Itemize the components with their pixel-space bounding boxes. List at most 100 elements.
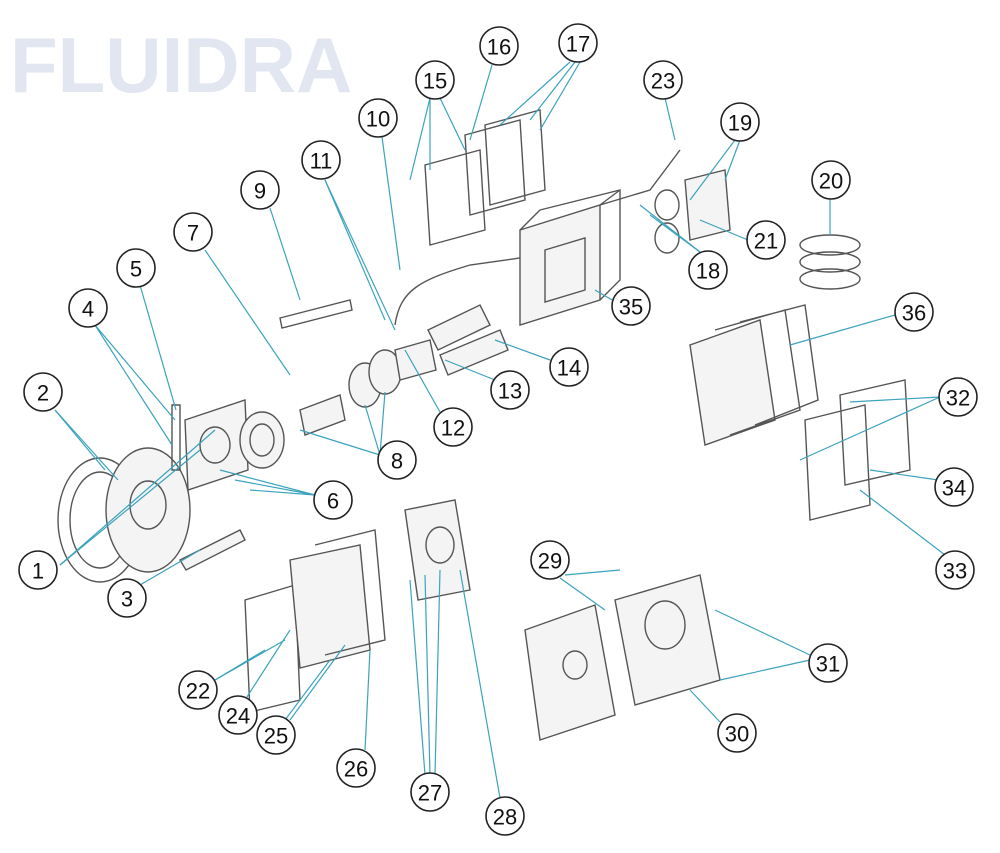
leader-line-8 <box>299 429 381 456</box>
callout-number: 24 <box>226 704 250 729</box>
callout-number: 8 <box>391 449 403 474</box>
callout-circle <box>485 796 525 836</box>
leader-line-17 <box>499 61 571 126</box>
callout-circle <box>611 286 651 326</box>
callout-number: 20 <box>819 169 843 194</box>
leader-line-12 <box>404 349 441 413</box>
callout-circle <box>18 550 58 590</box>
callout-circle <box>717 713 757 753</box>
callout-circle <box>549 347 589 387</box>
parts-drawing <box>57 109 911 741</box>
callout-number: 2 <box>37 381 49 406</box>
leader-line-9 <box>269 207 301 301</box>
callout-10: 10 <box>358 98 398 138</box>
callout-26: 26 <box>336 748 376 788</box>
leader-line-11 <box>324 179 396 331</box>
leader-line-29 <box>559 577 606 611</box>
callout-number: 30 <box>725 722 749 747</box>
callout-circle <box>811 160 851 200</box>
leader-line-1 <box>59 429 216 566</box>
leader-line-33 <box>859 489 946 556</box>
callout-number: 9 <box>254 179 266 204</box>
leader-line-8 <box>379 391 386 456</box>
callout-circle <box>358 98 398 138</box>
callout-3: 3 <box>107 578 147 618</box>
callout-circle <box>938 377 978 417</box>
callout-7: 7 <box>173 212 213 252</box>
callout-number: 6 <box>327 489 339 514</box>
leader-line-3 <box>139 549 201 586</box>
callout-circle <box>173 212 213 252</box>
callout-13: 13 <box>490 370 530 410</box>
callout-number: 27 <box>418 781 442 806</box>
leader-line-25 <box>289 644 346 721</box>
part-niche-box <box>519 204 601 326</box>
leader-line-23 <box>664 97 676 141</box>
callout-number: 1 <box>32 559 44 584</box>
callout-1: 1 <box>18 550 58 590</box>
callout-2: 2 <box>23 372 63 412</box>
leader-line-11 <box>324 179 386 321</box>
leader-line-1 <box>59 449 201 566</box>
callout-circle <box>934 467 974 507</box>
leader-lines <box>54 61 946 799</box>
callout-circle <box>935 550 975 590</box>
callout-29: 29 <box>530 540 570 580</box>
callout-circle <box>240 170 280 210</box>
callout-circle <box>313 480 353 520</box>
callout-number: 17 <box>566 32 590 57</box>
leader-line-15 <box>439 97 466 151</box>
callout-circle <box>530 540 570 580</box>
callout-5: 5 <box>116 248 156 288</box>
leader-line-27 <box>424 574 431 776</box>
part-lamp <box>179 529 246 571</box>
leader-line-29 <box>564 569 621 576</box>
callout-circle <box>68 288 108 328</box>
callout-number: 28 <box>493 805 517 830</box>
part-housing <box>105 447 191 573</box>
callout-circle <box>746 220 786 260</box>
leader-line-6 <box>249 489 316 496</box>
leader-line-25 <box>284 659 331 721</box>
callout-22: 22 <box>178 670 218 710</box>
callout-circle <box>720 102 760 142</box>
callout-circle <box>218 695 258 735</box>
callout-circle <box>490 370 530 410</box>
leader-line-32 <box>849 396 941 403</box>
leader-line-27 <box>434 569 441 776</box>
callout-number: 34 <box>942 476 966 501</box>
callout-number: 33 <box>943 559 967 584</box>
callout-17: 17 <box>558 23 598 63</box>
callout-number: 3 <box>121 587 133 612</box>
callout-16: 16 <box>479 26 519 66</box>
leader-line-26 <box>364 649 371 751</box>
callout-number: 26 <box>344 757 368 782</box>
callout-number: 11 <box>310 149 333 174</box>
callout-number: 31 <box>816 652 840 677</box>
callout-20: 20 <box>811 160 851 200</box>
leader-line-15 <box>409 97 431 181</box>
leader-line-4 <box>94 324 176 421</box>
callout-number: 29 <box>538 549 562 574</box>
leader-line-35 <box>594 289 613 301</box>
leader-line-13 <box>444 359 496 381</box>
callout-number: 35 <box>619 295 643 320</box>
callout-8: 8 <box>377 440 417 480</box>
leader-line-8 <box>364 404 381 456</box>
callout-25: 25 <box>256 715 296 755</box>
callout-number: 7 <box>187 221 199 246</box>
callout-circle <box>558 23 598 63</box>
part-plate <box>184 399 249 491</box>
leader-line-19 <box>689 139 736 201</box>
leader-line-19 <box>724 139 741 181</box>
leader-line-36 <box>789 314 896 346</box>
callout-27: 27 <box>410 772 450 812</box>
callout-19: 19 <box>720 102 760 142</box>
callout-circle <box>410 772 450 812</box>
callout-35: 35 <box>611 286 651 326</box>
callout-circle <box>433 407 473 447</box>
leader-line-10 <box>381 136 401 271</box>
